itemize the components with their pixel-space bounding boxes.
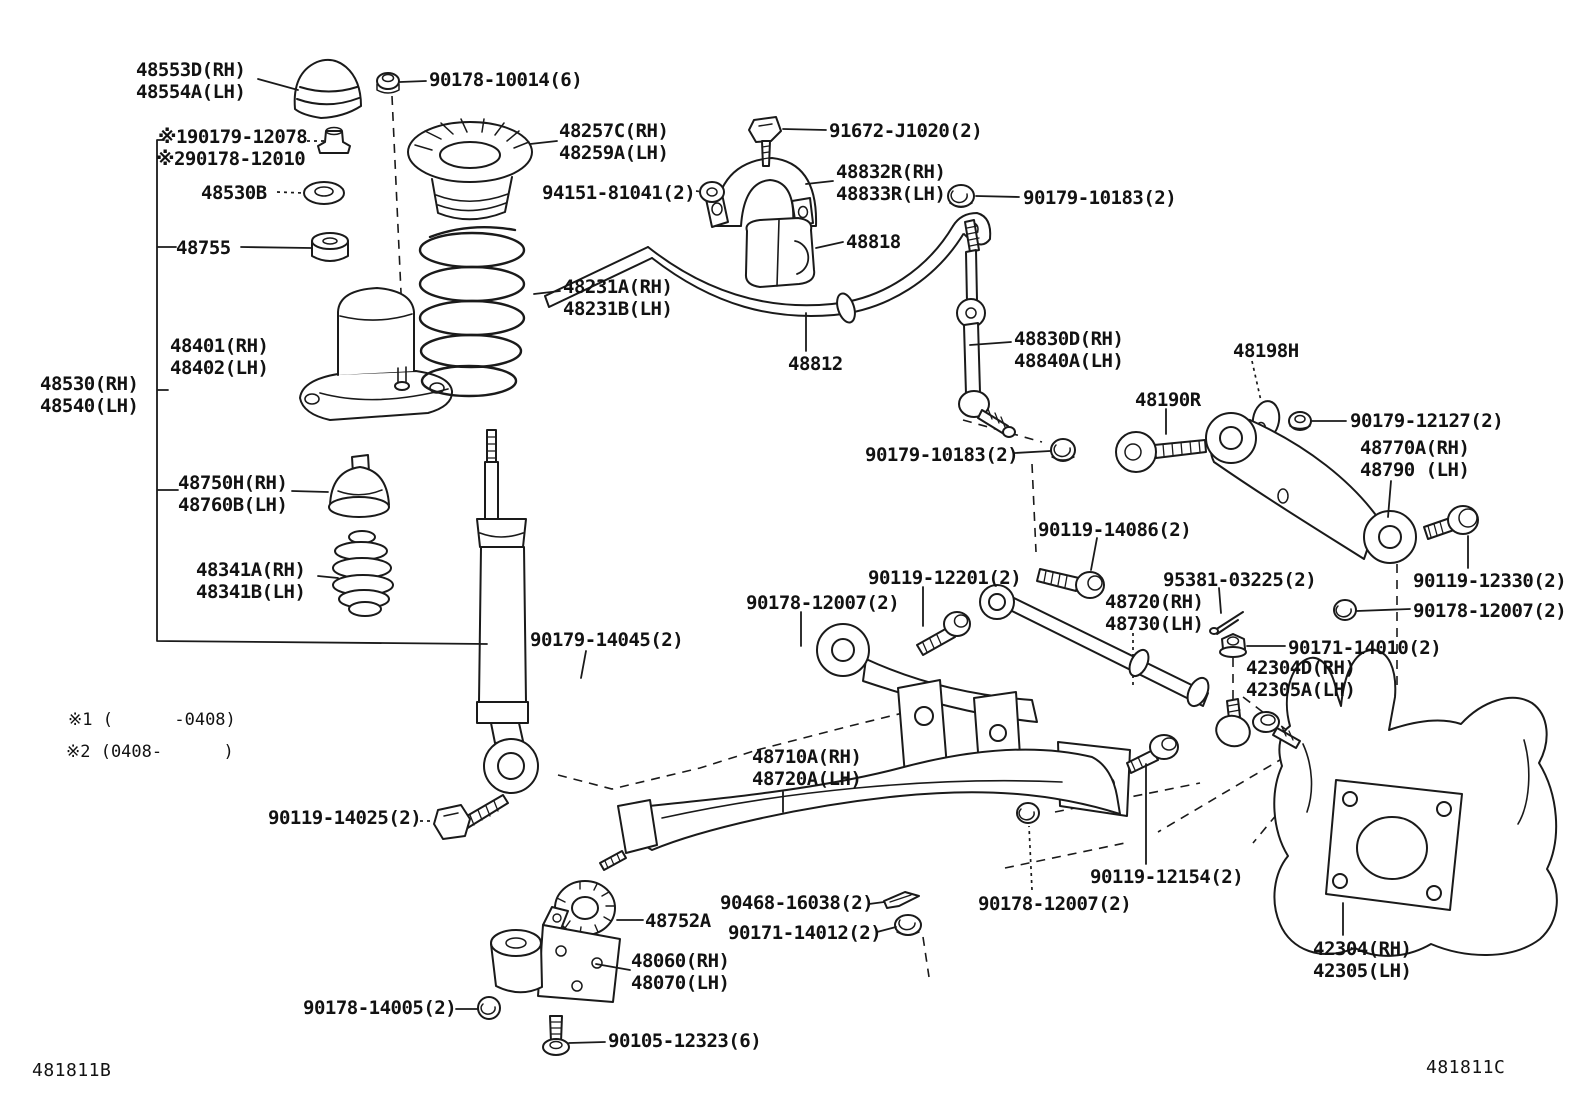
part-label-90119-14086: 90119-14086(2) [1038, 519, 1192, 541]
part-label-48755: 48755 [176, 237, 231, 259]
part-label-48720: 48720(RH)48730(LH) [1105, 591, 1204, 635]
part-label-90179-14045: 90179-14045(2) [530, 629, 684, 651]
footnote-2: ※2 (0408- ) [66, 742, 234, 762]
part-label-90171-14012: 90171-14012(2) [728, 922, 882, 944]
part-label-90179-12127: 90179-12127(2) [1350, 410, 1504, 432]
part-label-48530b: 48530B [201, 182, 267, 204]
nut-90178-14005 [477, 996, 501, 1020]
nut-90178-12007-bottom [1016, 802, 1040, 824]
dust-cap-48553 [293, 58, 362, 119]
part-label-48060: 48060(RH)48070(LH) [631, 950, 730, 994]
part-label-48812: 48812 [788, 353, 843, 375]
strut-support-48401 [299, 287, 454, 421]
bump-stop-48341 [332, 530, 394, 617]
part-label-48257c: 48257C(RH)48259A(LH) [559, 120, 669, 164]
part-label-48830d: 48830D(RH)48840A(LH) [1014, 328, 1124, 372]
part-label-48832r: 48832R(RH)48833R(LH) [836, 161, 946, 205]
part-label-90105-12323: 90105-12323(6) [608, 1030, 762, 1052]
part-label-48818: 48818 [846, 231, 901, 253]
part-label-90178-10014: 90178-10014(6) [429, 69, 583, 91]
knuckle-42304 [1273, 648, 1558, 957]
part-label-90468-16038: 90468-16038(2) [720, 892, 874, 914]
part-label-42304d: 42304D(RH)42305A(LH) [1246, 657, 1356, 701]
diagram-code-bottom-right: 481811C [1426, 1057, 1506, 1078]
strut-rod-48720 [979, 584, 1251, 748]
part-label-90179-10183-a: 90179-10183(2) [1023, 187, 1177, 209]
construction-dashed-lines [391, 95, 1398, 978]
part-label-48401: 48401(RH)48402(LH) [170, 335, 269, 379]
spring-insulator-48257 [407, 118, 533, 221]
part-label-90119-12154: 90119-12154(2) [1090, 866, 1244, 888]
footnote-1: ※1 ( -0408) [68, 710, 236, 730]
bolt-90119-12201 [916, 611, 971, 656]
part-label-90119-12330: 90119-12330(2) [1413, 570, 1567, 592]
nut-90178-10014 [376, 72, 400, 94]
part-label-48341a: 48341A(RH)48341B(LH) [196, 559, 306, 603]
part-label-42304: 42304(RH)42305(LH) [1313, 938, 1412, 982]
stabilizer-link-48830 [956, 219, 1016, 438]
nut-90179-12078 [317, 126, 351, 154]
nut-90179-10183-top [947, 184, 975, 208]
nut-90171-14012 [894, 914, 922, 936]
washer-90468 [883, 891, 920, 909]
part-label-48752a: 48752A [645, 910, 711, 932]
part-label-90178-12007-r: 90178-12007(2) [1413, 600, 1567, 622]
nut-90178-12007-right [1333, 599, 1357, 621]
part-label-48231a: 48231A(RH)48231B(LH) [563, 276, 673, 320]
bolt-91672 [748, 116, 782, 167]
part-label-90119-14025: 90119-14025(2) [268, 807, 422, 829]
diagram-code-bottom-left: 481811B [32, 1060, 112, 1081]
leader-lines [156, 78, 1469, 1044]
nut-90179-12127 [1288, 411, 1312, 431]
shock-absorber [476, 429, 539, 794]
part-label-48198h: 48198H [1233, 340, 1299, 362]
part-label-48190r: 48190R [1135, 389, 1201, 411]
part-label-48530: 48530(RH)48540(LH) [40, 373, 139, 417]
part-label-90171-14010: 90171-14010(2) [1288, 637, 1442, 659]
bolt-90119-12330 [1423, 505, 1479, 540]
part-label-91672-j1020: 91672-J1020(2) [829, 120, 983, 142]
part-label-90179-12078: ※190179-12078 [158, 126, 308, 148]
part-label-90178-12007-b: 90178-12007(2) [978, 893, 1132, 915]
coil-spring-48231 [418, 226, 526, 398]
part-label-90178-12010: ※290178-12010 [156, 148, 306, 170]
upper-control-arm-48770 [1205, 412, 1417, 564]
bolt-90119-12154 [1126, 734, 1179, 774]
nut-90171-14010 [1219, 633, 1247, 658]
washer-48752 [554, 880, 616, 936]
bolt-90119-14086 [1036, 568, 1105, 599]
part-label-90119-12201: 90119-12201(2) [868, 567, 1022, 589]
bolt-48190 [1115, 431, 1207, 473]
bolt-42304d [1252, 711, 1301, 749]
bracket-48060 [490, 906, 621, 1003]
nut-90179-10183-mid [1050, 438, 1076, 462]
part-label-48710a: 48710A(RH)48720A(LH) [752, 746, 862, 790]
part-label-90178-14005: 90178-14005(2) [303, 997, 457, 1019]
washer-48530b [303, 181, 345, 205]
nut-94151 [699, 181, 725, 203]
stabilizer-bracket-48832 [705, 157, 818, 228]
part-label-95381-03225: 95381-03225(2) [1163, 569, 1317, 591]
part-label-48553d: 48553D(RH)48554A(LH) [136, 59, 246, 103]
bolt-90105 [542, 1015, 570, 1056]
stabilizer-bushing-48818 [744, 217, 816, 288]
bolt-90119-14025 [433, 794, 509, 840]
part-label-48750h: 48750H(RH)48760B(LH) [178, 472, 288, 516]
bump-stop-48750 [328, 454, 390, 518]
part-label-90178-12007-l: 90178-12007(2) [746, 592, 900, 614]
pin-95381 [1209, 611, 1244, 635]
part-label-94151-81041: 94151-81041(2) [542, 182, 696, 204]
part-label-48770a: 48770A(RH)48790 (LH) [1360, 437, 1470, 481]
axle-beam-48710 [599, 679, 1131, 871]
bushing-48755 [311, 232, 349, 262]
part-label-90179-10183-b: 90179-10183(2) [865, 444, 1019, 466]
